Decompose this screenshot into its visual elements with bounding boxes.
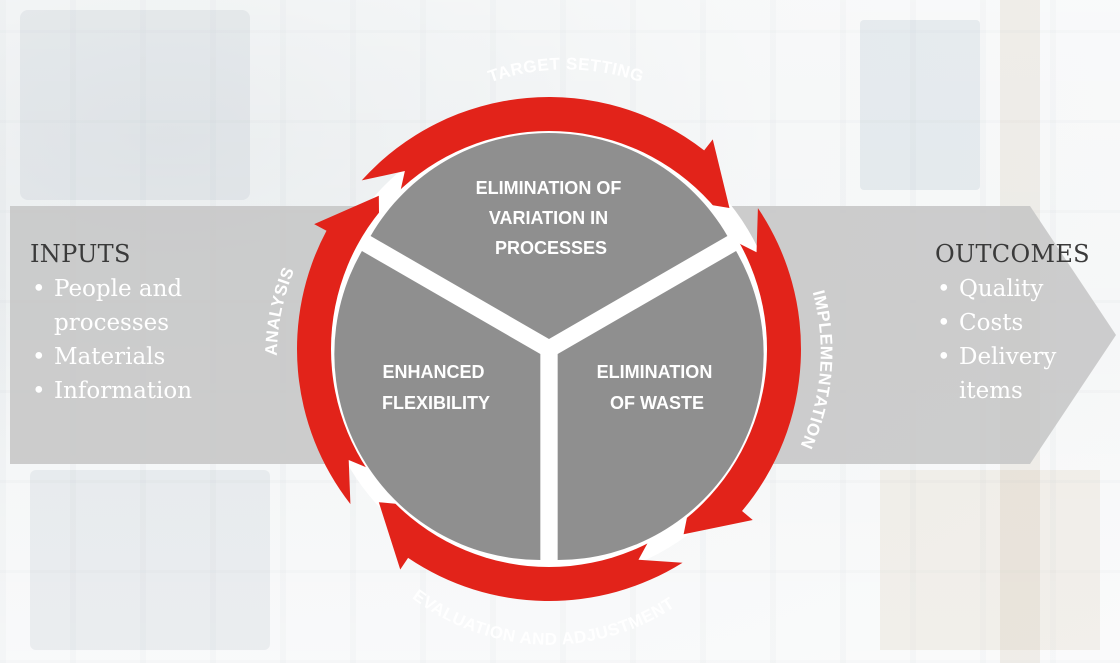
ring-label-analysis: ANALYSIS xyxy=(262,264,298,356)
outcomes-item: Quality xyxy=(935,272,1115,306)
segment-variation-in-processes xyxy=(370,133,728,339)
segment-label-waste: ELIMINATION OF WASTE xyxy=(597,362,718,413)
ring-label-target-setting: TARGET SETTING xyxy=(486,54,647,86)
segment-label-variation: ELIMINATION OF VARIATION IN PROCESSES xyxy=(476,178,627,258)
background-machinery xyxy=(860,20,980,190)
inputs-list: People and processes Materials Informati… xyxy=(30,272,230,408)
inputs-item: People and processes xyxy=(30,272,230,340)
segment-label-flexibility: ENHANCED FLEXIBILITY xyxy=(382,362,490,413)
background-machinery xyxy=(880,470,1100,650)
background-machinery xyxy=(20,10,250,200)
cycle-arrow-evaluation xyxy=(378,502,683,602)
inputs-panel: INPUTS People and processes Materials In… xyxy=(30,240,230,408)
core-segments xyxy=(334,133,764,560)
outcomes-panel: OUTCOMES Quality Costs Delivery items xyxy=(935,240,1115,408)
outcomes-title: OUTCOMES xyxy=(935,240,1090,268)
outcomes-item: Delivery items xyxy=(935,340,1115,408)
inputs-title: INPUTS xyxy=(30,240,131,268)
segment-enhanced-flexibility xyxy=(334,251,541,560)
background-machinery xyxy=(30,470,270,650)
segment-elimination-of-waste xyxy=(557,251,764,560)
ring-label-implementation: IMPLEMENTATION xyxy=(797,288,836,452)
outcomes-list: Quality Costs Delivery items xyxy=(935,272,1115,408)
cycle-arrow-implementation xyxy=(683,208,802,535)
inputs-item: Information xyxy=(30,374,230,408)
inputs-item: Materials xyxy=(30,340,230,374)
outcomes-item: Costs xyxy=(935,306,1115,340)
cycle-arrow-target-setting xyxy=(361,96,730,212)
